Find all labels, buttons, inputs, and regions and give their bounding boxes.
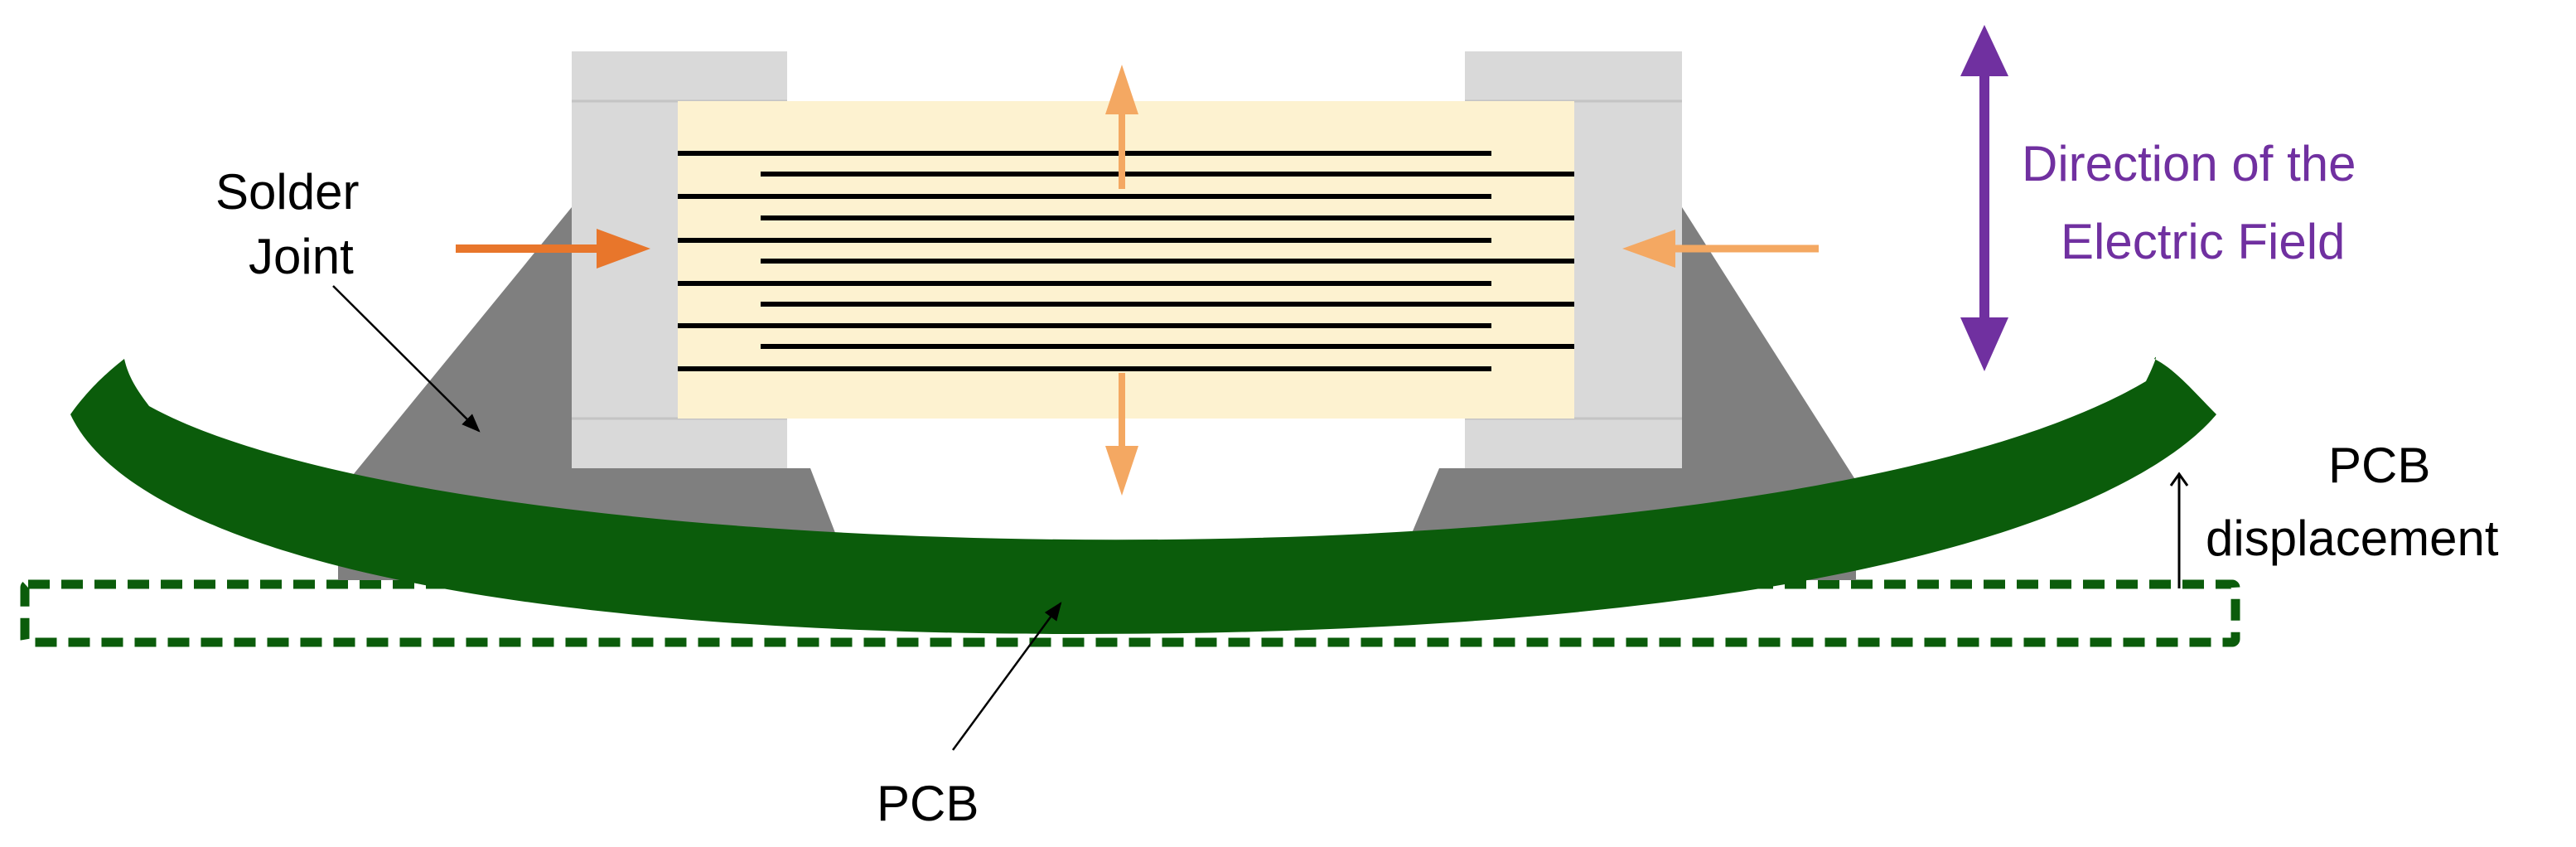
internal-electrodes	[678, 151, 1574, 371]
field-label-line1: Direction of the	[2022, 136, 2356, 191]
force-arrow-left	[456, 229, 650, 269]
field-direction-arrow	[1960, 25, 2008, 371]
solder-joint-label-line1: Solder	[215, 164, 359, 220]
pcb-label: PCB	[877, 776, 979, 831]
pcb-leader	[951, 602, 1062, 751]
solder-joint-left	[338, 207, 853, 580]
field-label-line2: Electric Field	[2061, 214, 2345, 269]
bent-pcb	[70, 356, 2216, 634]
strain-arrow-up	[1105, 65, 1138, 189]
pcb-displacement-label-line2: displacement	[2206, 511, 2499, 566]
force-arrow-right	[1622, 230, 1819, 268]
strain-arrow-down	[1105, 373, 1138, 496]
pcb-displacement-label-line1: PCB	[2328, 438, 2430, 493]
solder-joint-leader	[332, 285, 481, 433]
solder-joint-right	[1392, 207, 1856, 580]
solder-joint-label-line2: Joint	[249, 229, 354, 284]
pcb-displacement-top-tick	[2169, 472, 2189, 486]
